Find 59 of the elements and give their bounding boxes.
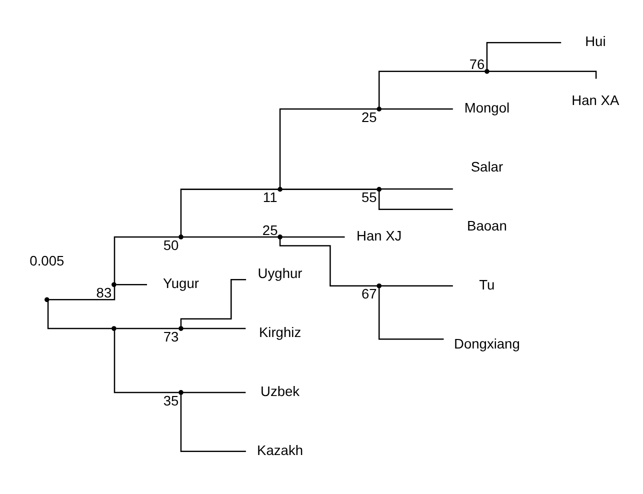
connector <box>180 278 246 327</box>
node-text: Han XJ <box>356 228 402 244</box>
connector <box>49 286 116 300</box>
node-text: Uzbek <box>260 384 300 399</box>
node-point <box>178 234 184 240</box>
node-point <box>376 283 382 288</box>
connector <box>380 188 453 190</box>
connector <box>180 394 246 452</box>
node-label: 76 <box>469 57 485 72</box>
node-label: 35 <box>163 393 179 408</box>
node-point <box>178 326 184 331</box>
node-label: 83 <box>96 285 112 300</box>
node-text: Kirghiz <box>258 325 302 340</box>
node-point <box>112 282 116 288</box>
node-label: 73 <box>163 329 179 344</box>
node-text: Han XA <box>572 93 620 108</box>
connector <box>486 42 562 70</box>
node-point <box>484 69 490 74</box>
connector <box>378 70 486 108</box>
connector <box>116 328 179 330</box>
connector <box>380 285 453 286</box>
connector <box>378 288 444 340</box>
connector <box>114 330 179 394</box>
node-point <box>178 390 184 395</box>
node-text: Yugur <box>162 276 199 292</box>
label: 0.005 <box>30 254 64 269</box>
connector <box>114 236 179 283</box>
node-label: 50 <box>163 238 179 253</box>
node-point <box>278 234 282 240</box>
node-text: Baoan <box>467 218 507 234</box>
connector <box>378 191 453 210</box>
connector <box>183 328 246 330</box>
connector <box>183 236 278 238</box>
connector <box>180 188 278 235</box>
connector <box>47 301 112 330</box>
node-point <box>44 297 50 302</box>
node-point <box>376 106 382 112</box>
node-point <box>376 186 382 192</box>
node-text: Hui <box>585 34 606 50</box>
node-label: 11 <box>262 190 278 206</box>
connector <box>380 108 453 110</box>
connector <box>279 108 378 188</box>
node-point <box>112 326 116 331</box>
node-text: Salar <box>470 160 504 175</box>
connector <box>282 236 345 238</box>
connector <box>183 392 246 394</box>
connector <box>116 284 147 286</box>
connector <box>282 188 378 190</box>
node-label: 67 <box>361 286 377 302</box>
node-label: 25 <box>361 110 377 125</box>
connector <box>279 239 377 286</box>
node-text: Kazakh <box>257 442 304 458</box>
node-point <box>278 186 282 192</box>
node-text: Dongxiang <box>454 336 520 352</box>
node-text: Mongol <box>464 100 510 116</box>
node-text: Uyghur <box>258 266 302 282</box>
node-label: 55 <box>361 190 377 206</box>
node-label: 25 <box>262 222 278 238</box>
node-text: Tu <box>479 277 495 292</box>
